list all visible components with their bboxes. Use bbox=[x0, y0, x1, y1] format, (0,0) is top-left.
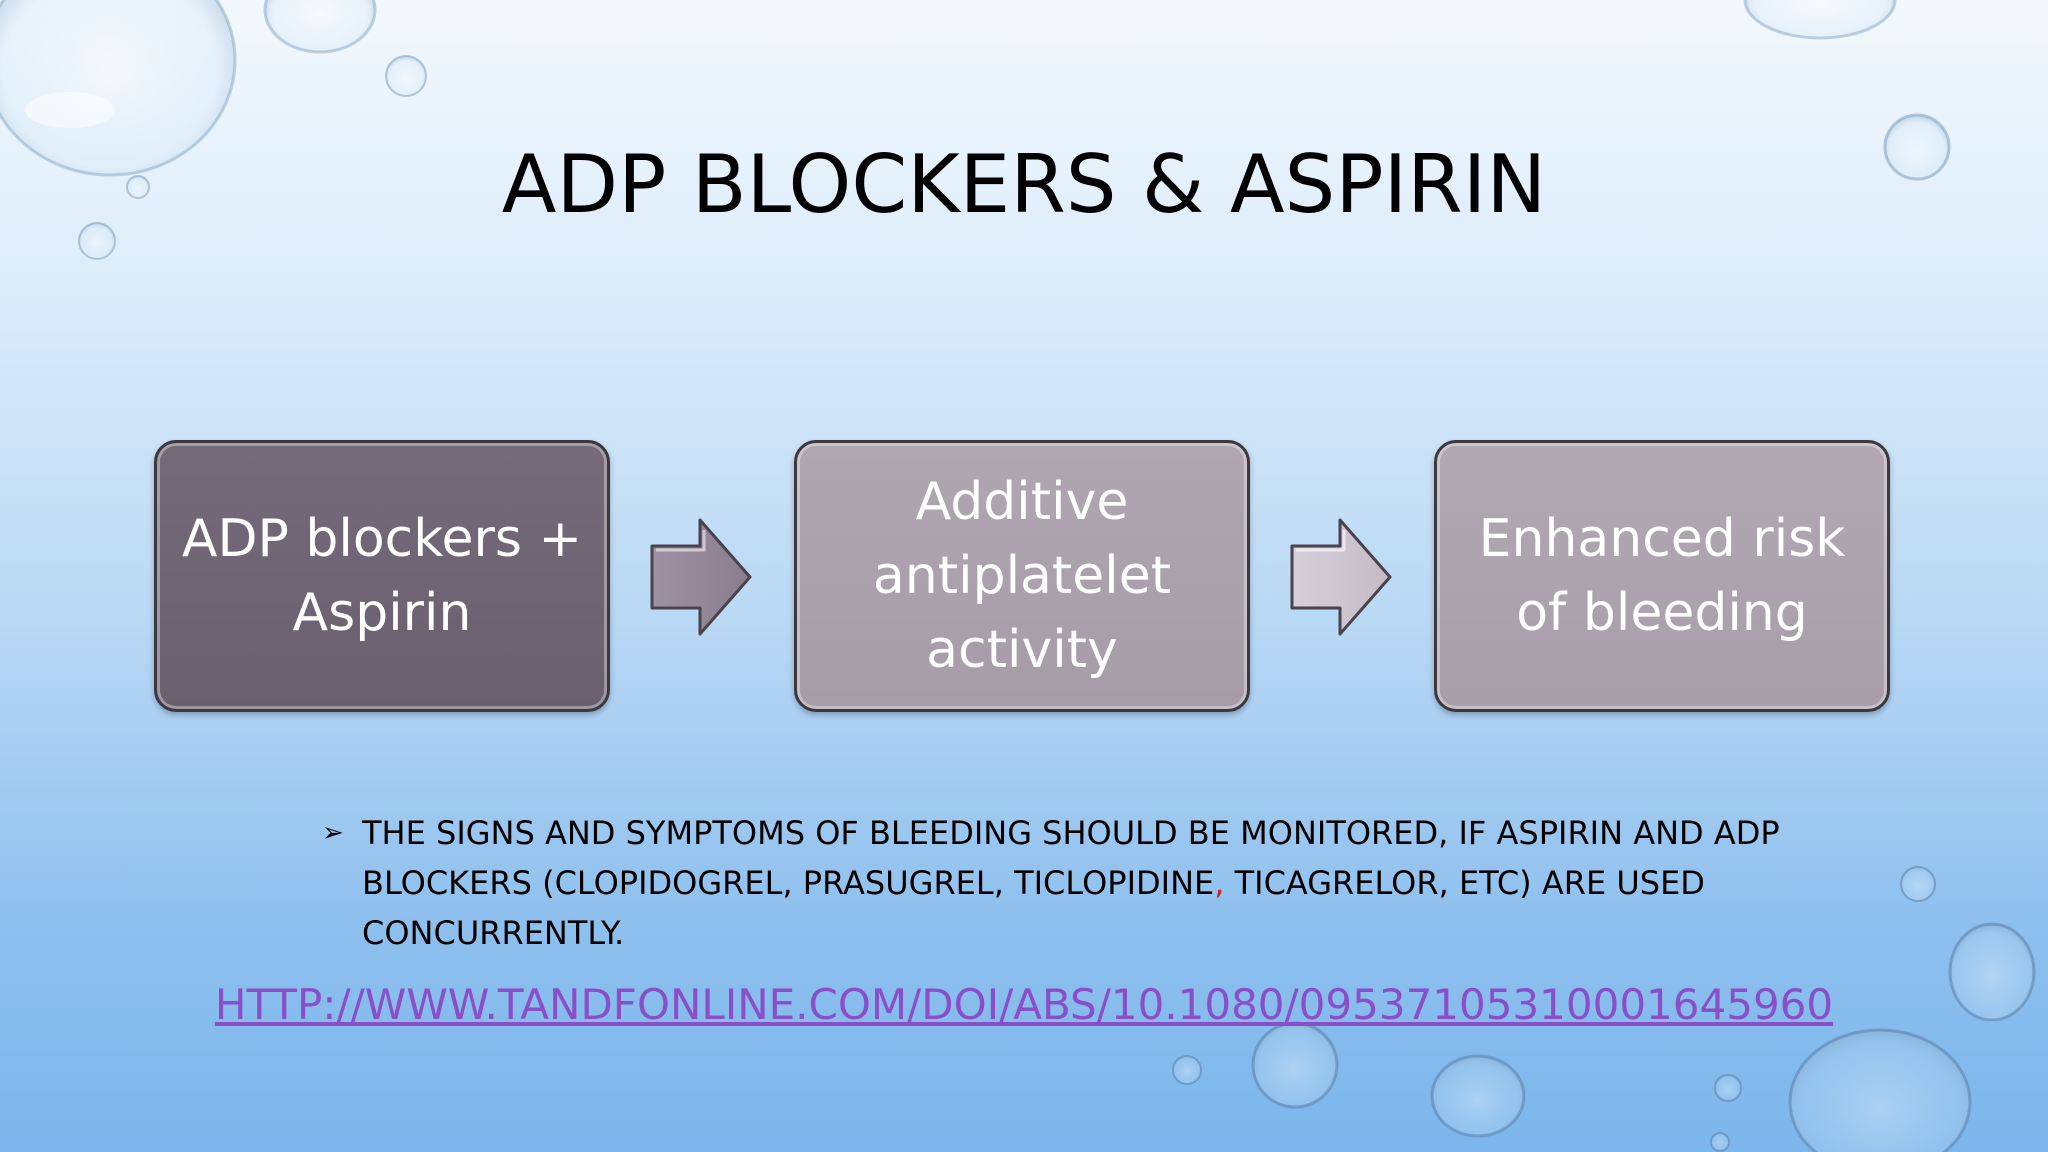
flow-step-2-line-3: activity bbox=[926, 620, 1118, 680]
slide-title: ADP BLOCKERS & ASPIRIN bbox=[501, 138, 1547, 231]
right-arrow-icon bbox=[1290, 518, 1392, 636]
right-arrow-icon bbox=[650, 518, 752, 636]
bullet-red-comma: , bbox=[1214, 864, 1225, 902]
bullet-text-part-2: TICAGRELOR, ETC) ARE USED CONCURRENTLY. bbox=[362, 864, 1705, 952]
flow-step-1-text: ADP blockers + Aspirin bbox=[182, 502, 582, 650]
drop-top-left-small-1 bbox=[385, 55, 427, 97]
drop-bottom-center-1 bbox=[1251, 1021, 1339, 1109]
drop-bottom-center-2 bbox=[1172, 1055, 1202, 1085]
drop-bottom-right-large bbox=[1788, 1028, 1972, 1152]
drop-top-left-medium bbox=[263, 0, 377, 54]
drop-bottom-right-small-1 bbox=[1714, 1074, 1742, 1102]
flow-step-1-line-2: Aspirin bbox=[292, 583, 472, 643]
arrow-bullet-icon: ➢ bbox=[322, 818, 344, 848]
reference-link[interactable]: HTTP://WWW.TANDFONLINE.COM/DOI/ABS/10.10… bbox=[214, 980, 1834, 1029]
flow-step-1-line-1: ADP blockers + bbox=[181, 509, 583, 569]
drop-bottom-center-3 bbox=[1430, 1054, 1526, 1138]
drop-top-right-large bbox=[1743, 0, 1897, 40]
drop-right-small bbox=[1900, 866, 1936, 902]
flow-step-enhanced-risk-of-bleeding: Enhanced risk of bleeding bbox=[1434, 440, 1890, 712]
flow-step-3-line-1: Enhanced risk bbox=[1478, 509, 1846, 569]
bullet-text-part-1: THE SIGNS AND SYMPTOMS OF BLEEDING SHOUL… bbox=[362, 814, 1780, 902]
drop-bottom-right-small-2 bbox=[1710, 1132, 1730, 1152]
flow-step-additive-antiplatelet-activity: Additive antiplatelet activity bbox=[794, 440, 1250, 712]
flow-step-2-line-2: antiplatelet bbox=[872, 546, 1172, 606]
flow-step-3-text: Enhanced risk of bleeding bbox=[1479, 502, 1846, 650]
flow-step-3-line-2: of bleeding bbox=[1516, 583, 1808, 643]
flow-step-2-text: Additive antiplatelet activity bbox=[873, 465, 1171, 687]
bullet-text: THE SIGNS AND SYMPTOMS OF BLEEDING SHOUL… bbox=[322, 808, 1822, 958]
flow-step-2-line-1: Additive bbox=[915, 472, 1129, 532]
flow-step-adp-blockers-aspirin: ADP blockers + Aspirin bbox=[154, 440, 610, 712]
bullet-point: ➢ THE SIGNS AND SYMPTOMS OF BLEEDING SHO… bbox=[322, 808, 1822, 958]
